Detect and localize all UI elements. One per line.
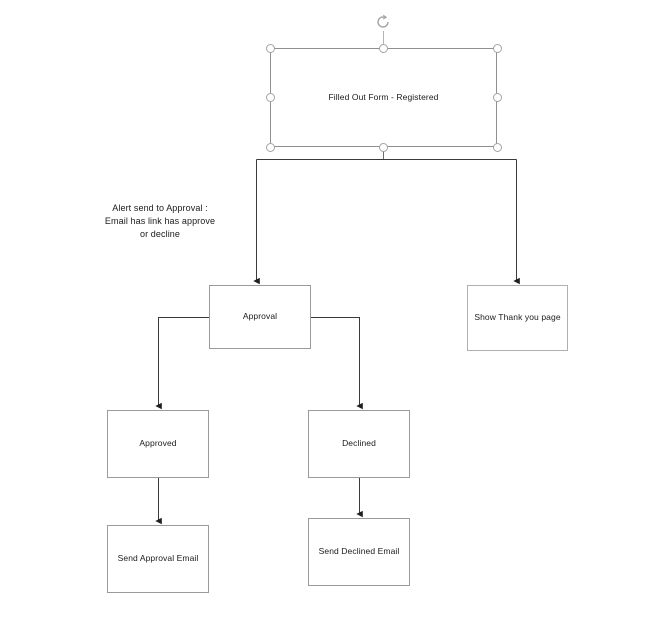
- node-approval-label: Approval: [242, 311, 278, 322]
- handle-top-center[interactable]: [379, 43, 388, 53]
- node-approved[interactable]: Approved: [107, 410, 209, 478]
- node-declined[interactable]: Declined: [308, 410, 410, 478]
- node-send-approval-email[interactable]: Send Approval Email: [107, 525, 209, 593]
- handle-top-right[interactable]: [492, 43, 502, 53]
- node-declined-label: Declined: [342, 438, 376, 449]
- handle-bottom-center[interactable]: [379, 142, 388, 152]
- node-filled-out-form-label: Filled Out Form - Registered: [328, 91, 439, 102]
- node-approval[interactable]: Approval: [209, 285, 311, 349]
- node-send-declined-email[interactable]: Send Declined Email: [308, 518, 410, 586]
- node-show-thank-you-page-label: Show Thank you page: [474, 312, 561, 323]
- handle-bottom-left[interactable]: [265, 142, 275, 152]
- node-send-declined-email-label: Send Declined Email: [318, 546, 400, 557]
- rotate-handle-stem: [383, 31, 384, 48]
- node-send-approval-email-label: Send Approval Email: [117, 553, 199, 564]
- node-show-thank-you-page[interactable]: Show Thank you page: [467, 285, 568, 351]
- annotation-alert-note: Alert send to Approval : Email has link …: [104, 203, 216, 240]
- handle-top-left[interactable]: [265, 43, 275, 53]
- node-filled-out-form[interactable]: Filled Out Form - Registered: [270, 48, 497, 147]
- handle-middle-left[interactable]: [265, 93, 275, 102]
- node-approved-label: Approved: [139, 438, 177, 449]
- handle-middle-right[interactable]: [492, 93, 502, 102]
- handle-bottom-right[interactable]: [492, 142, 502, 152]
- rotate-icon[interactable]: [375, 14, 391, 30]
